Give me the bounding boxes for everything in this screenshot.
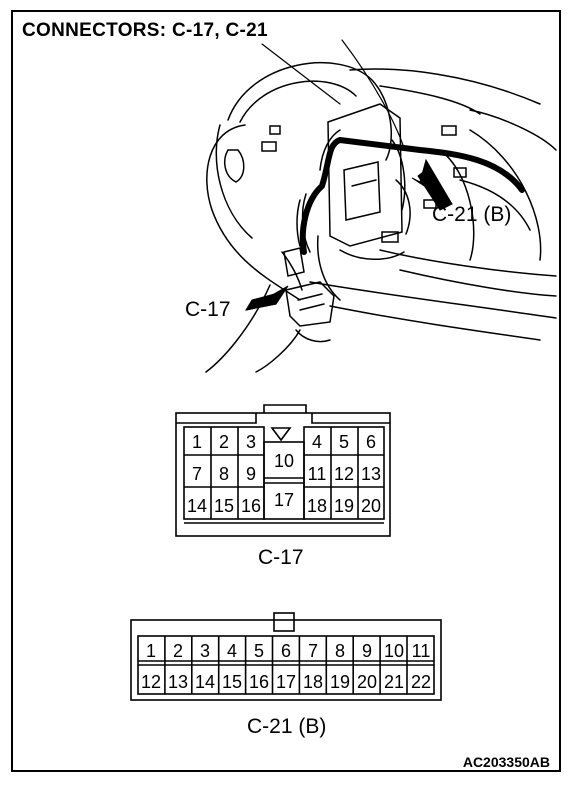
c17-pin: 18 — [307, 496, 327, 516]
c21-pin: 22 — [411, 672, 431, 692]
c17-pin: 9 — [246, 464, 256, 484]
c17-pin: 10 — [274, 451, 294, 471]
c17-pin: 4 — [312, 432, 322, 452]
c17-pin: 8 — [219, 464, 229, 484]
c21-pin: 21 — [384, 672, 404, 692]
figure-frame — [11, 10, 561, 772]
c21-pin: 17 — [276, 672, 296, 692]
c21-pin: 11 — [412, 641, 431, 661]
c17-pin: 14 — [187, 496, 207, 516]
c21-pin: 20 — [357, 672, 377, 692]
c17-pin: 12 — [334, 464, 354, 484]
c21-pin: 16 — [249, 672, 269, 692]
c17-pin: 16 — [241, 496, 261, 516]
c17-pin: 5 — [339, 432, 349, 452]
c21-pin: 12 — [141, 672, 161, 692]
caption-c17: C-17 — [258, 546, 304, 569]
page-title: CONNECTORS: C-17, C-21 — [22, 20, 268, 41]
c17-pin: 20 — [361, 496, 381, 516]
c21-pin: 1 — [146, 641, 156, 661]
c21-pin: 13 — [168, 672, 188, 692]
c21-pin: 18 — [303, 672, 323, 692]
c17-pin: 17 — [274, 490, 294, 510]
c17-pin: 13 — [361, 464, 381, 484]
c21-pin: 15 — [222, 672, 242, 692]
c17-pin: 19 — [334, 496, 354, 516]
callout-c17: C-17 — [185, 298, 231, 321]
c21-pin: 19 — [330, 672, 350, 692]
c17-pin: 15 — [214, 496, 234, 516]
c17-pin: 2 — [219, 432, 229, 452]
c21-pin: 3 — [200, 641, 210, 661]
c21-pin: 7 — [308, 641, 318, 661]
c21-pin: 4 — [227, 641, 237, 661]
c21-pin: 5 — [254, 641, 264, 661]
figure-code: AC203350AB — [462, 754, 550, 770]
c21-pin: 9 — [362, 641, 372, 661]
c21-pin: 8 — [335, 641, 345, 661]
c17-pin: 11 — [308, 464, 327, 484]
c17-pin: 1 — [192, 432, 202, 452]
caption-c21: C-21 (B) — [247, 715, 327, 738]
c17-pin: 7 — [192, 464, 202, 484]
c21-pin: 14 — [195, 672, 215, 692]
c21-pin: 2 — [173, 641, 183, 661]
c21-pin: 6 — [281, 641, 291, 661]
c17-pin: 3 — [246, 432, 256, 452]
callout-c21: C-21 (B) — [432, 203, 512, 226]
c17-pin: 6 — [366, 432, 376, 452]
c21-pin: 10 — [384, 641, 404, 661]
